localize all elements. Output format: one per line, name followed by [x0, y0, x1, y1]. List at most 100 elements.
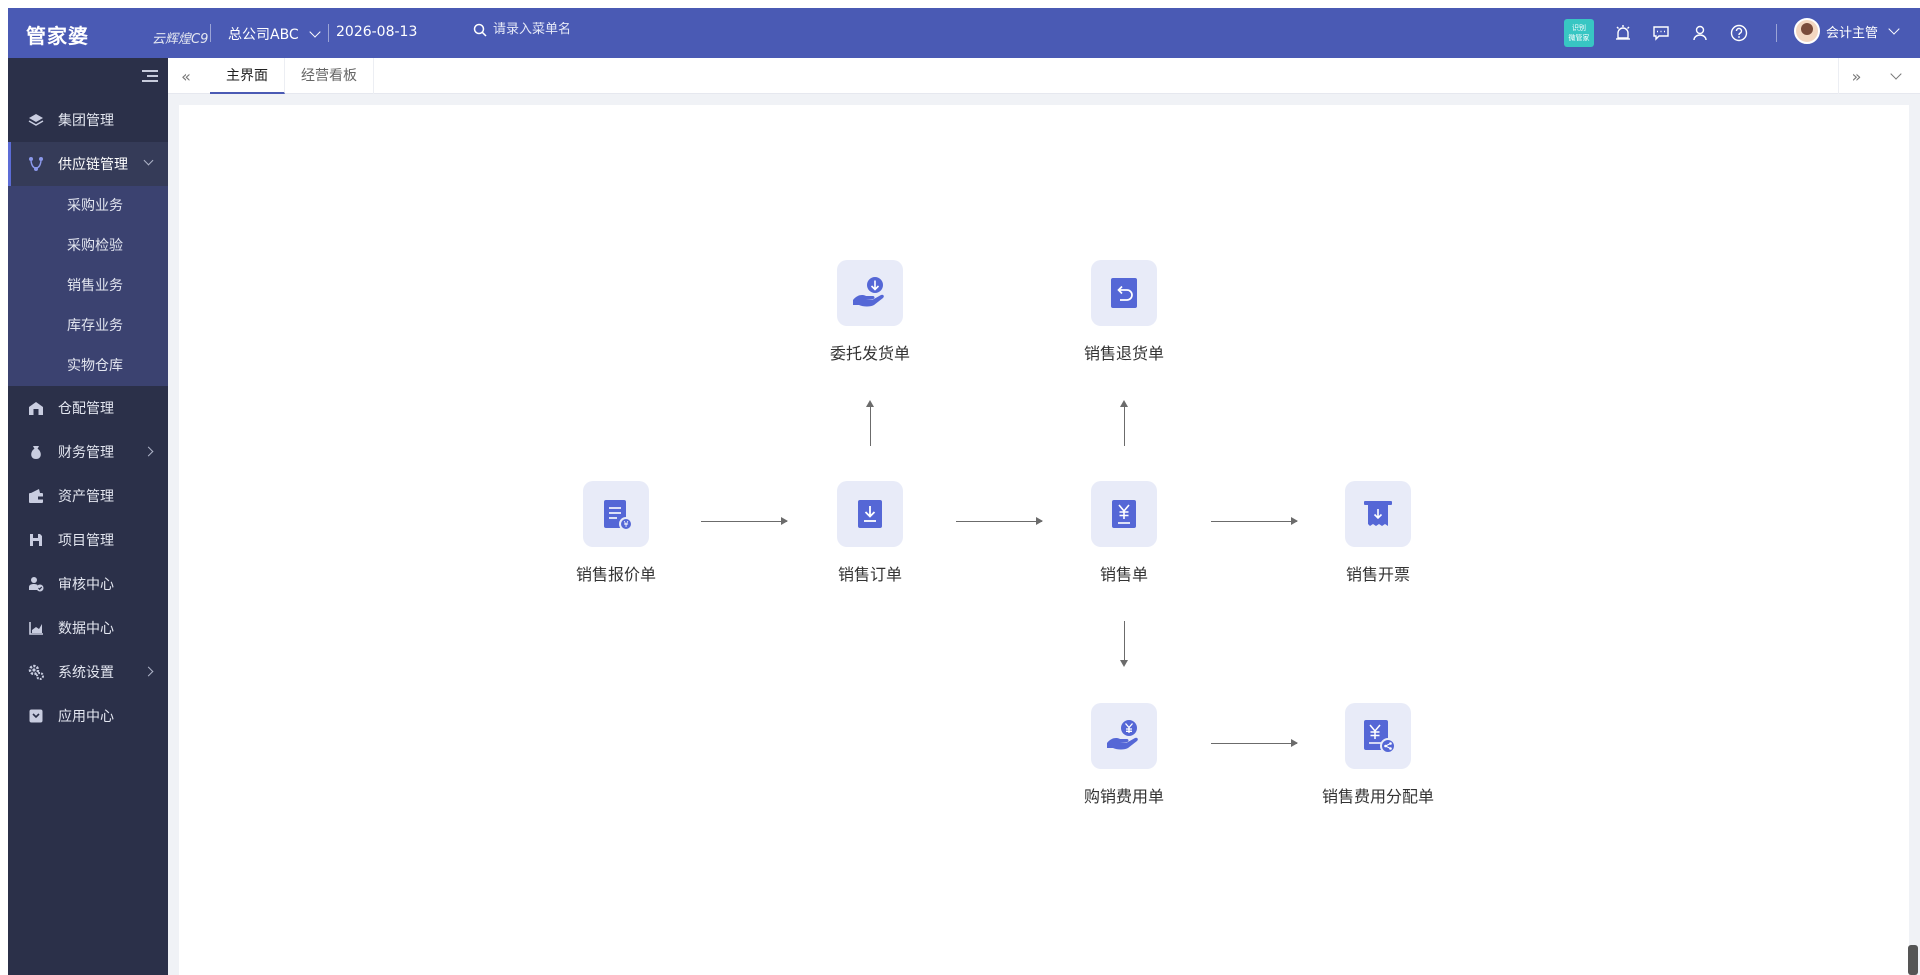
flow-node-purchase-sales-expense[interactable]: 购销费用单	[1059, 703, 1189, 807]
sidebar-item-supply-chain[interactable]: 供应链管理	[8, 142, 168, 186]
tab-scroll-left-icon[interactable]: «	[181, 66, 191, 86]
download-doc-icon	[837, 481, 903, 547]
sidebar-item-data[interactable]: 数据中心	[8, 606, 168, 650]
sidebar-item-app-center[interactable]: 应用中心	[8, 694, 168, 738]
app-badge-bottom: 微管家	[1568, 34, 1590, 42]
header-divider	[1776, 24, 1777, 42]
app-badge-top: 识别	[1572, 24, 1586, 32]
tab-menu-chevron-icon[interactable]	[1878, 58, 1914, 94]
sidebar-item-audit[interactable]: 审核中心	[8, 562, 168, 606]
user-service-icon[interactable]	[1689, 22, 1711, 44]
user-menu[interactable]: 会计主管	[1794, 18, 1900, 44]
sidebar-item-label: 资产管理	[58, 489, 114, 505]
sidebar-item-warehouse-distribution[interactable]: 仓配管理	[8, 386, 168, 430]
yuan-doc-icon	[1091, 481, 1157, 547]
logo-sub: 云辉煌C9	[152, 32, 209, 47]
app-logo[interactable]: 管家婆 云辉煌C9	[26, 20, 208, 48]
flow-arrow-expense-to-allocation	[1211, 739, 1298, 747]
layers-icon	[28, 112, 44, 128]
header-divider	[210, 24, 211, 42]
chart-icon	[28, 620, 44, 636]
wallet-icon	[28, 488, 44, 504]
flow-node-label: 销售费用分配单	[1321, 787, 1434, 806]
business-date[interactable]: 2026-08-13	[336, 24, 418, 40]
sidebar-item-label: 集团管理	[58, 113, 114, 129]
sidebar-item-label: 财务管理	[58, 445, 114, 461]
submenu-item-purchase[interactable]: 采购业务	[67, 198, 123, 214]
sidebar-item-label: 应用中心	[58, 709, 114, 725]
company-selector[interactable]: 总公司ABC	[228, 24, 321, 44]
chevron-right-icon	[143, 446, 154, 457]
logo-brand: 管家婆	[26, 24, 89, 48]
sidebar-menu: 集团管理 供应链管理 采购业务 采购检验 销售业务 库存业务 实物仓库 仓配管理…	[8, 98, 168, 738]
submenu-item-inventory[interactable]: 库存业务	[67, 318, 123, 334]
sidebar-item-label: 供应链管理	[58, 157, 128, 173]
return-doc-icon	[1091, 260, 1157, 326]
search-icon	[473, 23, 487, 37]
menu-search[interactable]	[473, 22, 633, 37]
flow-node-label: 购销费用单	[1083, 787, 1164, 806]
company-name: 总公司ABC	[228, 27, 299, 43]
chevron-down-icon	[309, 26, 321, 38]
flow-arrow-order-to-consign	[866, 400, 874, 446]
scrollbar-thumb[interactable]	[1908, 945, 1918, 975]
chevron-right-icon	[143, 666, 154, 677]
tab-main[interactable]: 主界面	[210, 58, 285, 94]
help-icon[interactable]	[1728, 22, 1750, 44]
sidebar-item-label: 项目管理	[58, 533, 114, 549]
sidebar-item-label: 系统设置	[58, 665, 114, 681]
submenu-item-physical-warehouse[interactable]: 实物仓库	[67, 358, 123, 374]
message-icon[interactable]	[1650, 22, 1672, 44]
submenu-item-purchase-inspection[interactable]: 采购检验	[67, 238, 123, 254]
flow-arrow-sale-to-expense	[1120, 621, 1128, 667]
flow-node-sales-order[interactable]: 销售订单	[805, 481, 935, 585]
flow-arrow-quote-to-order	[701, 517, 788, 525]
user-name: 会计主管	[1826, 25, 1879, 41]
sidebar-item-label: 仓配管理	[58, 401, 114, 417]
gear-icon	[28, 664, 44, 680]
svg-text:¥: ¥	[623, 520, 628, 529]
sidebar-item-projects[interactable]: 项目管理	[8, 518, 168, 562]
money-bag-icon	[28, 444, 44, 460]
tab-scroll-right-icon[interactable]: »	[1838, 58, 1874, 94]
sidebar-item-settings[interactable]: 系统设置	[8, 650, 168, 694]
flow-node-sales-return[interactable]: 销售退货单	[1059, 260, 1189, 364]
flow-node-label: 销售报价单	[575, 565, 656, 584]
sidebar-item-label: 审核中心	[58, 577, 114, 593]
yuan-share-doc-icon	[1345, 703, 1411, 769]
flow-node-sales-invoice[interactable]: 销售开票	[1313, 481, 1443, 585]
flow-node-sales-slip[interactable]: 销售单	[1059, 481, 1189, 585]
menu-collapse-icon[interactable]	[142, 70, 158, 82]
flow-arrow-sale-to-invoice	[1211, 517, 1298, 525]
flow-node-label: 销售订单	[837, 565, 902, 584]
flow-node-sales-quote[interactable]: ¥ 销售报价单	[551, 481, 681, 585]
flow-node-label: 销售单	[1099, 565, 1148, 584]
flow-node-label: 销售开票	[1345, 565, 1410, 584]
chevron-down-icon	[143, 155, 154, 166]
sidebar-item-group[interactable]: 集团管理	[8, 98, 168, 142]
alarm-icon[interactable]	[1612, 22, 1634, 44]
sidebar-item-assets[interactable]: 资产管理	[8, 474, 168, 518]
search-input[interactable]	[493, 22, 633, 37]
flow-arrow-order-to-sale	[956, 517, 1043, 525]
avatar	[1794, 18, 1820, 44]
tab-business-dashboard[interactable]: 经营看板	[285, 58, 374, 94]
flow-node-label: 委托发货单	[829, 344, 910, 363]
header-divider	[328, 24, 329, 42]
chevron-down-icon	[1888, 23, 1900, 35]
flow-node-sales-expense-allocation[interactable]: 销售费用分配单	[1313, 703, 1443, 807]
tab-bar: « 主界面 经营看板 »	[168, 58, 1920, 94]
audit-icon	[28, 576, 44, 592]
supply-chain-icon	[28, 156, 44, 172]
submenu-item-sales[interactable]: 销售业务	[67, 278, 123, 294]
flow-node-consignment-delivery[interactable]: 委托发货单	[805, 260, 935, 364]
save-icon	[28, 532, 44, 548]
weiguanjia-app-icon[interactable]: 识别 微管家	[1564, 19, 1594, 47]
sidebar-item-finance[interactable]: 财务管理	[8, 430, 168, 474]
hand-receive-icon	[837, 260, 903, 326]
supply-chain-submenu: 采购业务 采购检验 销售业务 库存业务 实物仓库	[8, 186, 168, 386]
flow-arrow-sale-to-return	[1120, 400, 1128, 446]
sidebar: 集团管理 供应链管理 采购业务 采购检验 销售业务 库存业务 实物仓库 仓配管理…	[8, 58, 168, 975]
top-header: 管家婆 云辉煌C9 总公司ABC 2026-08-13 识别 微管家 会计主管	[8, 8, 1920, 58]
sidebar-item-label: 数据中心	[58, 621, 114, 637]
